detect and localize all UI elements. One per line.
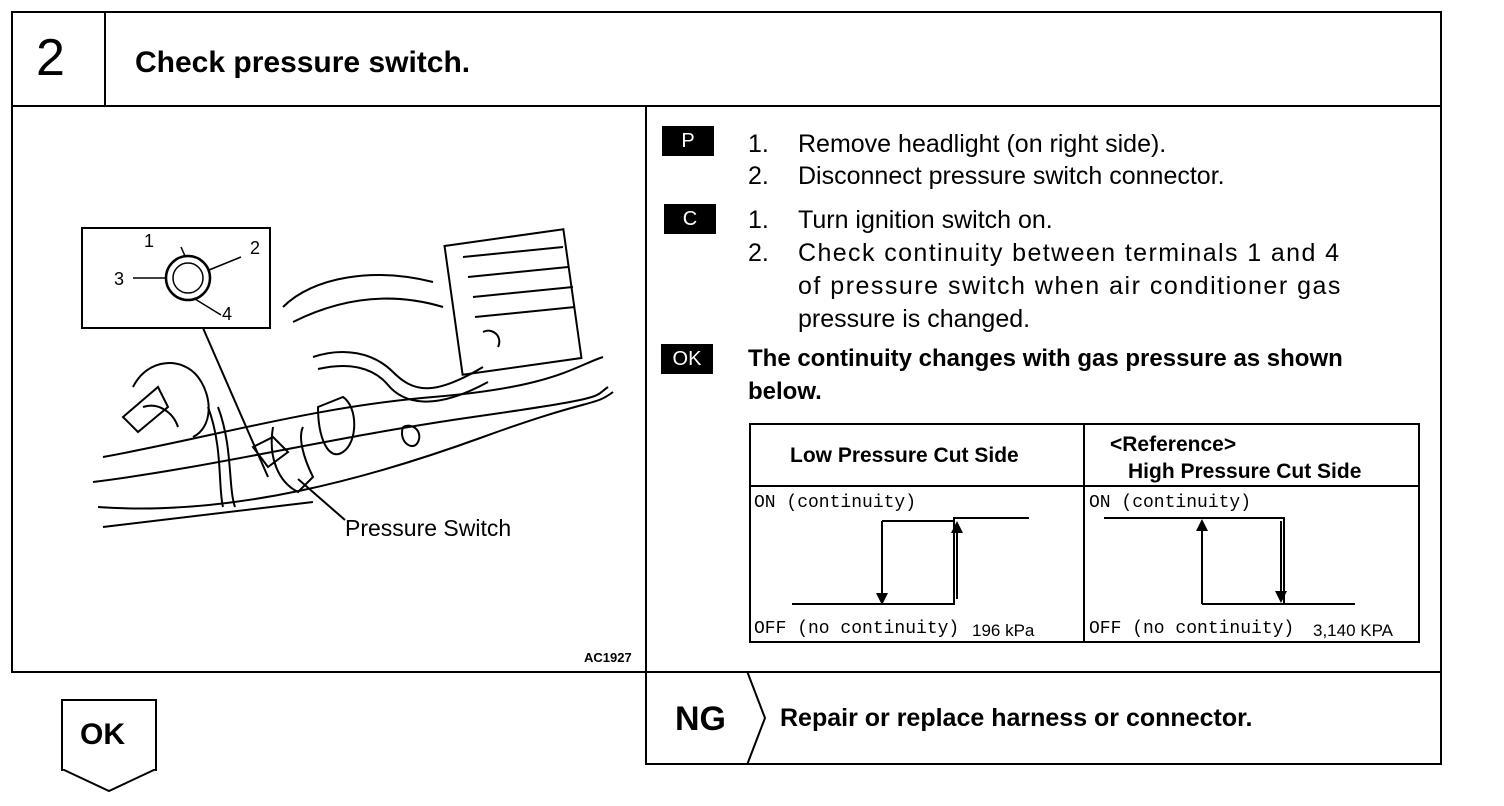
ok-result-label: OK <box>80 718 125 751</box>
ok-badge: OK <box>661 344 713 374</box>
content-divider <box>645 105 647 765</box>
ok-result-line2: below. <box>748 378 822 405</box>
page-title: Check pressure switch. <box>135 46 471 79</box>
high-side-hysteresis-path <box>1104 517 1355 605</box>
prep-step-1: 1. Remove headlight (on right side). <box>748 130 1167 158</box>
figure-code: AC1927 <box>584 650 632 665</box>
high-side-header: High Pressure Cut Side <box>1128 460 1362 483</box>
callout-1: 1 <box>144 231 155 251</box>
low-side-header: Low Pressure Cut Side <box>790 444 1019 467</box>
high-side-ref-label: <Reference> <box>1110 433 1237 456</box>
ok-result-box <box>61 699 157 771</box>
high-pressure-value: 3,140 KPA <box>1313 621 1394 640</box>
check-step-2: 2. Check continuity between terminals 1 … <box>748 239 1342 333</box>
low-pressure-value: 196 kPa <box>972 621 1035 640</box>
callout-4: 4 <box>222 304 233 324</box>
ok-result-line1: The continuity changes with gas pressure… <box>748 345 1343 372</box>
low-on-label: ON (continuity) <box>754 493 917 513</box>
high-off-label: OFF (no continuity) <box>1089 619 1295 639</box>
ng-chevron <box>746 671 767 765</box>
low-off-label: OFF (no continuity) <box>754 619 960 639</box>
high-on-label: ON (continuity) <box>1089 493 1252 513</box>
ng-result-text: Repair or replace harness or connector. <box>780 704 1253 732</box>
table-header-divider <box>749 485 1420 487</box>
table-column-divider <box>1083 423 1085 643</box>
step-number: 2 <box>36 29 65 87</box>
callout-3: 3 <box>114 269 125 289</box>
pressure-switch-label: Pressure Switch <box>345 515 512 541</box>
check-badge: C <box>664 204 716 234</box>
continuity-graphs <box>792 517 1355 605</box>
prep-badge: P <box>662 126 714 156</box>
ng-result-box <box>645 671 1442 765</box>
low-side-hysteresis-path <box>792 517 1029 605</box>
step-number-divider <box>104 11 106 107</box>
callout-2: 2 <box>250 238 261 258</box>
ng-result-label: NG <box>675 700 726 738</box>
ok-result-arrow <box>61 769 157 793</box>
prep-step-2: 2. Disconnect pressure switch connector. <box>748 162 1225 190</box>
check-step-1: 1. Turn ignition switch on. <box>748 206 1053 234</box>
pressure-switch-illustration <box>81 227 614 528</box>
